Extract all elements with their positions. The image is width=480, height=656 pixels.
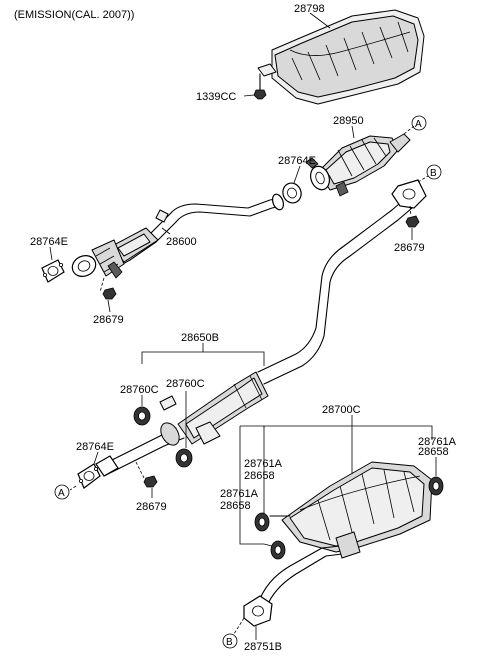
marker-a-lower-text: A bbox=[58, 488, 65, 499]
label-28658-top: 28658 bbox=[244, 470, 275, 482]
leader-28679-b-dash bbox=[409, 205, 412, 217]
label-28679-center: 28679 bbox=[136, 501, 167, 513]
hanger-muffler-right bbox=[428, 476, 444, 496]
leader-28764e-upper bbox=[293, 165, 301, 184]
bracket-28700c-left bbox=[239, 426, 264, 545]
hanger-muffler-top bbox=[254, 512, 270, 532]
leader-28679-center-dash bbox=[135, 461, 145, 479]
leader-hanger-mid bbox=[263, 543, 273, 547]
marker-b-lower bbox=[222, 633, 238, 649]
bolt-1339cc bbox=[253, 73, 267, 100]
connector-b-upper bbox=[417, 175, 429, 183]
label-28798: 28798 bbox=[294, 3, 325, 15]
gasket-upper bbox=[282, 182, 302, 204]
heat-protector bbox=[257, 9, 425, 105]
label-1339cc: 1339CC bbox=[196, 91, 236, 103]
label-28658-mid: 28658 bbox=[220, 500, 251, 512]
leader-28798 bbox=[309, 12, 331, 29]
front-pipe bbox=[71, 193, 285, 279]
leader-28679-front bbox=[107, 299, 111, 313]
label-28761a-mid: 28761A bbox=[220, 488, 259, 500]
leader-1339cc bbox=[243, 94, 255, 97]
leader-28764e-front bbox=[49, 246, 53, 261]
nut-center bbox=[143, 475, 158, 488]
label-28764e-front: 28764E bbox=[30, 236, 68, 248]
label-28679-b: 28679 bbox=[394, 242, 425, 254]
flange-center bbox=[95, 455, 119, 477]
label-28751b: 28751B bbox=[244, 641, 282, 653]
label-28700c: 28700C bbox=[322, 404, 361, 416]
center-pipe bbox=[99, 179, 427, 477]
label-28764e-upper: 28764E bbox=[278, 155, 316, 167]
connector-b-lower bbox=[233, 617, 245, 635]
hanger-right bbox=[175, 448, 193, 468]
gasket-front-left bbox=[41, 259, 65, 283]
hanger-muffler-mid bbox=[270, 540, 286, 560]
hanger-left bbox=[133, 406, 151, 426]
label-28679-front: 28679 bbox=[93, 314, 124, 326]
catalytic-converter bbox=[305, 133, 411, 197]
marker-b-upper-text: B bbox=[430, 168, 437, 179]
bracket-28700c-top bbox=[263, 425, 433, 440]
muffler bbox=[243, 461, 433, 627]
leader-28764e-center bbox=[93, 451, 99, 465]
label-28764e-center: 28764E bbox=[76, 441, 114, 453]
label-28760c-left: 28760C bbox=[120, 384, 159, 396]
label-28950: 28950 bbox=[333, 115, 364, 127]
nut-front bbox=[102, 287, 117, 300]
label-28650b: 28650B bbox=[181, 332, 219, 344]
marker-a-upper bbox=[411, 115, 427, 131]
bracket-28650b bbox=[141, 351, 265, 366]
marker-b-upper bbox=[426, 164, 442, 180]
marker-a-upper-text: A bbox=[415, 119, 422, 130]
nut-b bbox=[405, 215, 420, 228]
leader-28600 bbox=[161, 227, 171, 235]
connector-a-upper bbox=[403, 125, 415, 135]
marker-b-lower-text: B bbox=[226, 637, 233, 648]
marker-a-lower bbox=[54, 484, 70, 500]
label-28760c-right: 28760C bbox=[166, 378, 205, 390]
label-28658-right: 28658 bbox=[418, 446, 449, 458]
label-28761a-top: 28761A bbox=[244, 458, 283, 470]
diagram-title: (EMISSION(CAL. 2007)) bbox=[14, 9, 134, 21]
leader-28950 bbox=[351, 125, 355, 139]
gasket-center bbox=[77, 463, 101, 489]
label-28761a-right: 28761A bbox=[418, 436, 457, 448]
connector-a-lower bbox=[69, 485, 77, 491]
label-28600: 28600 bbox=[166, 236, 197, 248]
leader-28679-front-dash bbox=[99, 277, 105, 293]
